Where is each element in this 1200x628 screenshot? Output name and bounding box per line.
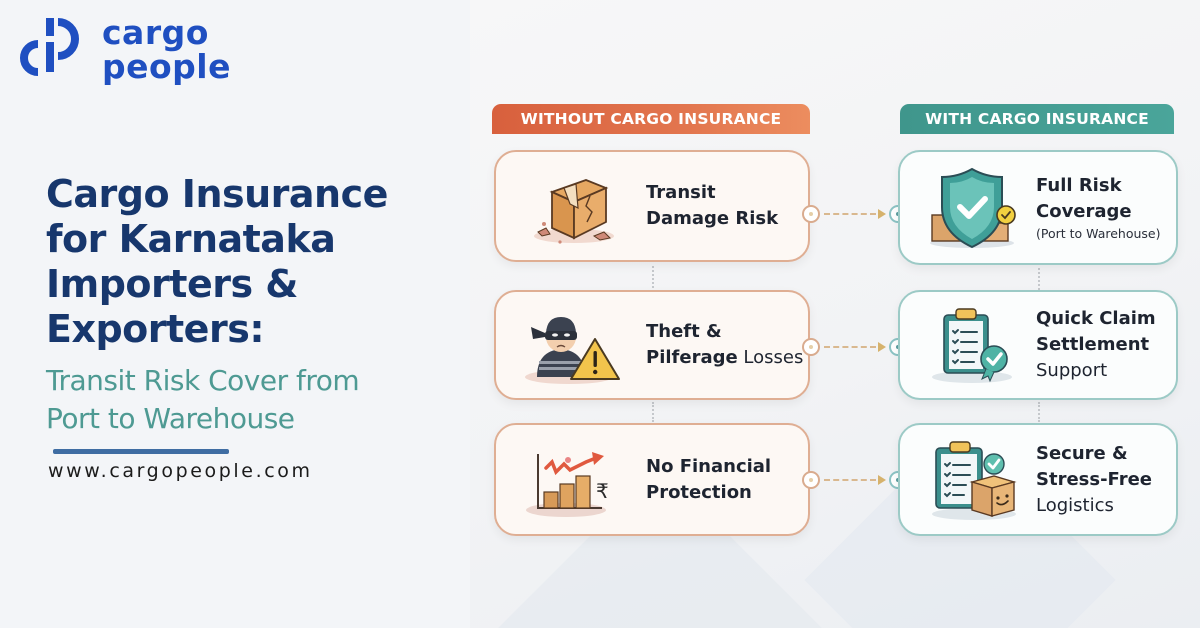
benefit-card-quick-claim: Quick Claim Settlement Support [898, 290, 1178, 400]
arrow-right-icon [878, 475, 886, 485]
subtitle-line: Port to Warehouse [46, 402, 295, 435]
risk-card-transit-damage: Transit Damage Risk [494, 150, 810, 262]
headline-line: for Karnataka [46, 217, 336, 261]
vertical-connector [652, 402, 654, 422]
card-subtitle: Coverage [1036, 200, 1132, 222]
shield-check-icon [918, 163, 1036, 253]
card-subtitle-light: Losses [737, 347, 804, 368]
connector-node-out [802, 471, 820, 489]
card-subtitle: Stress-Free [1036, 468, 1152, 490]
card-title: Quick Claim [1036, 308, 1156, 329]
card-subtitle: Settlement [1036, 334, 1150, 355]
connector-node-out [802, 338, 820, 356]
svg-text:₹: ₹ [596, 479, 609, 503]
headline-line: Importers & [46, 262, 298, 306]
connector-dash-line [824, 479, 876, 481]
vertical-connector [1038, 402, 1040, 422]
risk-card-text: Transit Damage Risk [646, 180, 778, 232]
benefit-card-text: Full Risk Coverage (Port to Warehouse) [1036, 173, 1161, 243]
arrow-right-icon [878, 342, 886, 352]
benefit-card-text: Secure & Stress-Free Logistics [1036, 441, 1152, 519]
cargo-people-logo[interactable]: cargo people [16, 14, 231, 86]
clipboard-check-icon [918, 300, 1036, 390]
thief-warning-icon [514, 300, 634, 390]
card-title: Secure & [1036, 442, 1128, 464]
vertical-connector [652, 266, 654, 288]
card-subtitle-bold: Pilferage [646, 347, 738, 368]
card-title: Full Risk [1036, 174, 1122, 196]
accent-divider [53, 449, 229, 454]
connector-dash-line [824, 213, 876, 215]
card-title: No Financial [646, 455, 772, 477]
card-title: Transit [646, 182, 716, 203]
risk-card-no-financial-protection: ₹ No Financial Protection [494, 423, 810, 536]
benefit-card-full-coverage: Full Risk Coverage (Port to Warehouse) [898, 150, 1178, 265]
logo-line-cargo: cargo [102, 13, 209, 52]
damaged-box-icon [514, 161, 634, 251]
card-detail: Logistics [1036, 494, 1114, 516]
connector-dash-line [824, 346, 876, 348]
card-title: Theft & [646, 321, 722, 342]
page-title: Cargo Insurance for Karnataka Importers … [46, 172, 446, 352]
headline-line: Exporters: [46, 307, 265, 351]
card-note: (Port to Warehouse) [1036, 225, 1161, 241]
connector-node-out [802, 205, 820, 223]
risk-card-theft: Theft & Pilferage Losses [494, 290, 810, 400]
financial-loss-chart-icon: ₹ [514, 435, 634, 525]
card-subtitle: Damage Risk [646, 208, 779, 229]
risk-card-text: Theft & Pilferage Losses [646, 319, 803, 371]
vertical-connector [1038, 268, 1040, 290]
left-panel: cargo people Cargo Insurance for Karnata… [0, 0, 470, 628]
card-subtitle: Protection [646, 481, 752, 503]
logo-wordmark: cargo people [102, 16, 231, 84]
benefit-card-text: Quick Claim Settlement Support [1036, 306, 1156, 384]
risk-card-text: No Financial Protection [646, 454, 771, 506]
subtitle-line: Transit Risk Cover from [46, 364, 360, 397]
with-insurance-header: WITH CARGO INSURANCE [900, 104, 1174, 134]
headline-line: Cargo Insurance [46, 172, 388, 216]
website-link[interactable]: www.cargopeople.com [48, 460, 313, 482]
card-detail: Support [1036, 360, 1108, 381]
logo-line-people: people [102, 47, 231, 86]
without-insurance-header: WITHOUT CARGO INSURANCE [492, 104, 810, 134]
arrow-right-icon [878, 209, 886, 219]
benefit-card-secure-logistics: Secure & Stress-Free Logistics [898, 423, 1178, 536]
logo-mark-icon [20, 18, 79, 76]
subtitle: Transit Risk Cover from Port to Warehous… [46, 362, 446, 438]
happy-box-checklist-icon [918, 435, 1036, 525]
